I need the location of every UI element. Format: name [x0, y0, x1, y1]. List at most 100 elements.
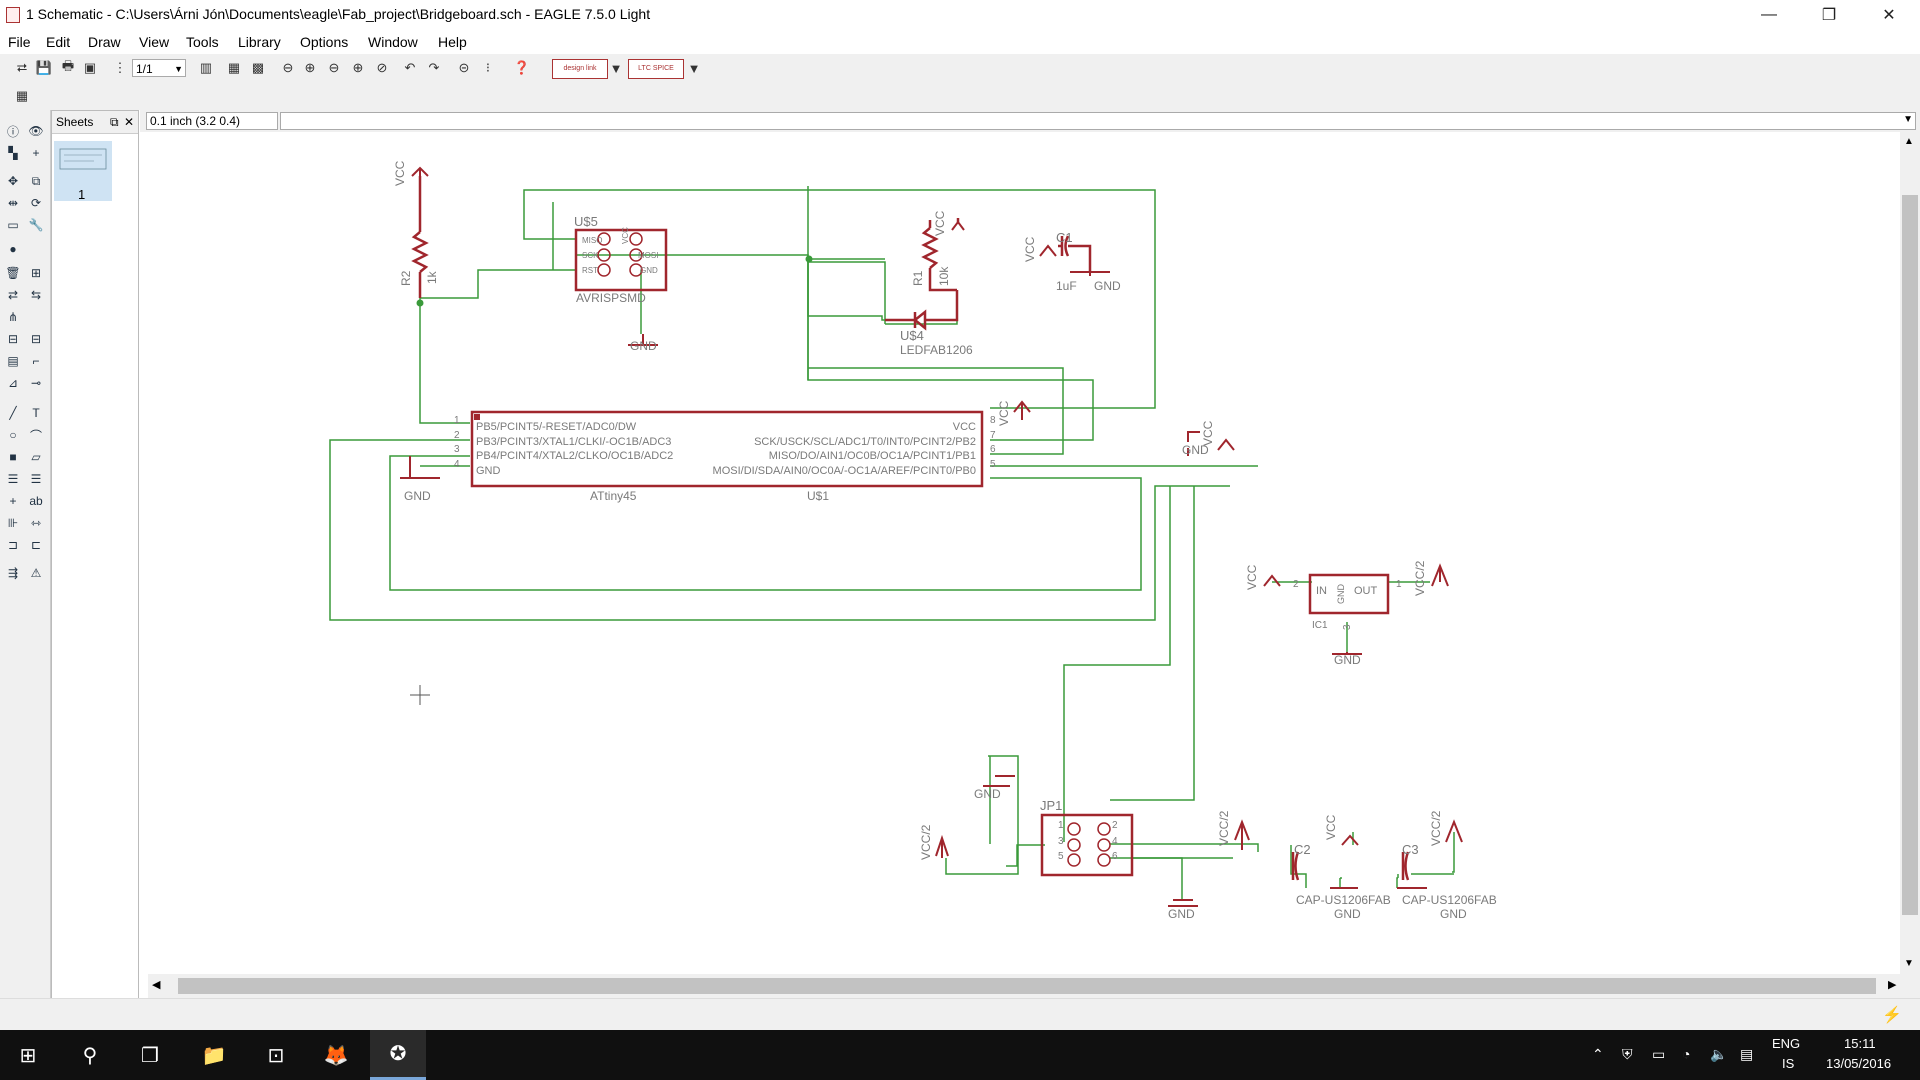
menu-draw[interactable]: Draw [88, 34, 121, 50]
redraw-icon[interactable]: ⊘ [376, 60, 388, 75]
layer-icon[interactable]: ▥ [199, 60, 213, 75]
designlink-button[interactable]: design link [552, 59, 608, 79]
zoom-out-icon[interactable]: ⊖ [328, 60, 340, 75]
attribute-icon[interactable]: ⊪ [7, 516, 19, 530]
sheet-thumbnail[interactable] [54, 141, 112, 201]
zoom-select-icon[interactable]: ⊕ [352, 60, 364, 75]
zoom-in-icon[interactable]: ⊕ [304, 60, 316, 75]
close-icon[interactable]: ✕ [124, 115, 135, 129]
rect-icon[interactable]: ■ [9, 450, 17, 464]
board-icon[interactable]: ▦ [227, 60, 241, 75]
menu-library[interactable]: Library [238, 34, 281, 50]
value-icon[interactable]: ⊟ [30, 332, 42, 346]
copy-icon[interactable]: ⧉ [31, 173, 41, 188]
search-icon[interactable]: ⚲ [82, 1044, 98, 1067]
zoom-fit-icon[interactable]: ⊖ [282, 60, 294, 75]
menu-tools[interactable]: Tools [186, 34, 219, 50]
paste-icon[interactable]: ● [9, 242, 17, 256]
antivirus-icon[interactable]: ⛨ [1622, 1046, 1633, 1062]
dimension-icon[interactable]: ⇿ [30, 516, 42, 530]
rotate-icon[interactable]: ⟳ [30, 196, 42, 210]
pin-icon[interactable]: ⧉ [110, 115, 119, 129]
scroll-up-icon[interactable]: ▲ [1904, 136, 1914, 147]
show-icon[interactable]: 👁 [28, 124, 44, 138]
menu-help[interactable]: Help [438, 34, 467, 50]
move-icon[interactable]: ✥ [7, 174, 19, 188]
vertical-scroll-thumb[interactable] [1902, 195, 1918, 915]
label-icon[interactable]: ab [29, 494, 43, 508]
close-button[interactable]: ✕ [1882, 7, 1896, 24]
circle-icon[interactable]: ○ [9, 428, 17, 442]
scroll-right-icon[interactable]: ▶ [1888, 979, 1897, 991]
sheet-select[interactable]: 1/1 ▼ [132, 59, 186, 77]
delete-icon[interactable]: 🗑 [5, 266, 21, 280]
clock-date[interactable]: 13/05/2016 [1826, 1056, 1892, 1071]
scroll-left-icon[interactable]: ◀ [152, 979, 161, 991]
polygon-icon[interactable]: ▱ [31, 450, 41, 464]
ltspice-button[interactable]: LTC SPICE [628, 59, 684, 79]
redo-icon[interactable]: ↷ [428, 60, 440, 75]
wifi-icon[interactable]: ◔ [1682, 1046, 1691, 1062]
replace-icon[interactable]: ⇆ [30, 288, 42, 302]
grid-icon[interactable]: ▦ [15, 88, 29, 103]
go-icon[interactable]: ⁝ [485, 60, 491, 75]
board-switch-icon[interactable]: ▩ [251, 60, 265, 75]
horizontal-scroll-thumb[interactable] [178, 978, 1876, 994]
erc-icon[interactable]: ⇶ [7, 566, 19, 580]
schematic-canvas[interactable]: VCC R2 1k U$5 AVRISPSMD MISO SCK RST VCC… [148, 132, 1900, 974]
chevron-down-icon[interactable]: ▼ [687, 60, 701, 76]
scroll-down-icon[interactable]: ▼ [1904, 958, 1914, 969]
pinswap-icon[interactable]: ⇄ [7, 288, 19, 302]
wire-icon[interactable]: ╱ [9, 406, 17, 420]
script-icon[interactable]: ⋮ [113, 60, 127, 75]
menu-options[interactable]: Options [300, 34, 349, 50]
command-input[interactable]: ▼ [280, 112, 1916, 130]
mirror-icon[interactable]: ⇹ [7, 196, 19, 210]
cam-icon[interactable]: ▣ [83, 60, 97, 75]
stop-icon[interactable]: ⊝ [458, 60, 470, 75]
language-top[interactable]: ENG [1772, 1036, 1801, 1051]
open-icon[interactable]: ⮂ [16, 60, 28, 75]
name-icon[interactable]: ⊟ [7, 332, 19, 346]
smash-icon[interactable]: ▤ [7, 354, 19, 368]
group-icon[interactable]: ▭ [7, 218, 19, 232]
info-icon[interactable]: ⓘ [6, 124, 19, 139]
chevron-down-icon[interactable]: ▼ [609, 60, 623, 76]
junction-icon[interactable]: + [9, 494, 17, 508]
show-hidden-icons-icon[interactable]: ⌃ [1592, 1046, 1604, 1062]
net-icon[interactable]: ☰ [30, 472, 42, 486]
mark-icon[interactable]: + [32, 146, 40, 160]
save-icon[interactable]: 💾 [35, 60, 53, 75]
split-icon[interactable]: ⊿ [7, 376, 19, 390]
miter-icon[interactable]: ⌐ [32, 354, 40, 368]
minimize-button[interactable]: — [1761, 6, 1777, 23]
menu-view[interactable]: View [139, 34, 170, 50]
menu-edit[interactable]: Edit [46, 34, 71, 50]
gateswap-icon[interactable]: ⋔ [7, 310, 19, 324]
arc-icon[interactable]: ⌒ [29, 428, 42, 443]
invoke-icon[interactable]: ⊸ [30, 376, 42, 390]
module-icon[interactable]: ⊏ [30, 538, 42, 552]
warning-icon[interactable]: ⚠ [30, 566, 42, 580]
eagle-taskbar-icon[interactable]: ✪ [370, 1030, 426, 1080]
display-icon[interactable]: ▚ [8, 146, 18, 160]
maximize-button[interactable]: ❐ [1821, 7, 1837, 24]
clock-time[interactable]: 15:11 [1844, 1036, 1876, 1051]
add-icon[interactable]: ⊞ [30, 266, 42, 280]
action-center-icon[interactable]: ▤ [1740, 1046, 1754, 1062]
print-icon[interactable]: 🖶 [61, 58, 75, 73]
menu-window[interactable]: Window [368, 34, 418, 50]
task-view-icon[interactable]: ❐ [141, 1044, 159, 1067]
file-explorer-icon[interactable]: 📁 [201, 1044, 227, 1067]
firefox-icon[interactable]: 🦊 [323, 1044, 349, 1067]
menu-file[interactable]: File [8, 34, 31, 50]
change-icon[interactable]: 🔧 [28, 218, 44, 232]
language-bottom[interactable]: IS [1782, 1056, 1795, 1071]
battery-icon[interactable]: ▭ [1652, 1046, 1666, 1062]
chevron-down-icon[interactable]: ▼ [1903, 114, 1913, 125]
start-icon[interactable]: ⊞ [19, 1044, 37, 1067]
volume-icon[interactable]: 🔈 [1710, 1046, 1728, 1062]
undo-icon[interactable]: ↶ [404, 60, 416, 75]
help-icon[interactable]: ❓ [513, 60, 531, 75]
store-icon[interactable]: ⊡ [267, 1044, 285, 1067]
